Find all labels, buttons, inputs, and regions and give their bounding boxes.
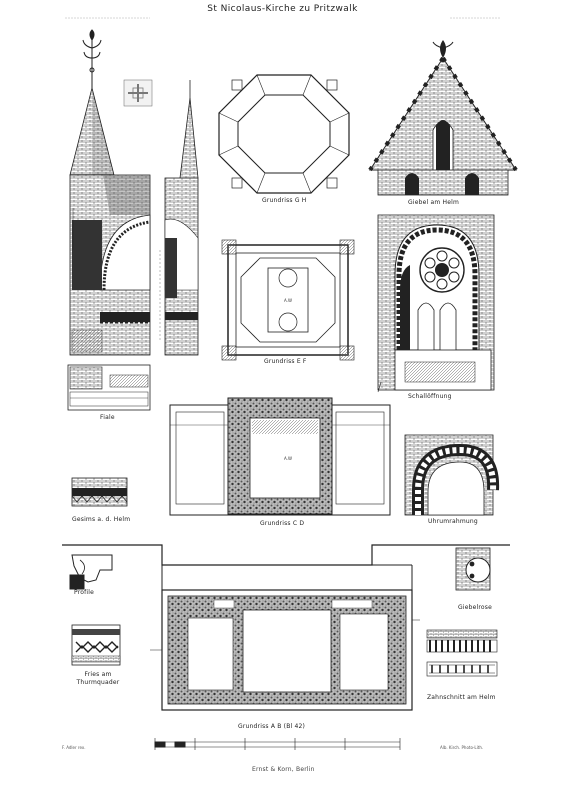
label-grundriss-ef: Grundriss E F: [264, 358, 307, 365]
imprint: Ernst & Korn, Berlin: [252, 766, 315, 773]
label-gesims: Gesims a. d. Helm: [72, 516, 131, 523]
uhrumrahmung-detail: [404, 434, 500, 516]
giebel-gable: [368, 40, 518, 196]
fries-detail: [71, 624, 121, 666]
ornament-tile: [123, 79, 153, 107]
label-fries: Fries am Thurmquader: [76, 671, 120, 686]
grundriss-gh-plan: [218, 74, 350, 194]
label-giebel: Giebel am Helm: [408, 199, 460, 206]
svg-text:A.W: A.W: [284, 456, 292, 461]
profile-detail: [69, 554, 113, 590]
label-profile: Profile: [74, 589, 95, 596]
footer-left: F. Adler rex.: [62, 745, 86, 750]
label-grundriss-cd: Grundriss C D: [260, 520, 305, 527]
svg-text:A.W: A.W: [284, 298, 292, 303]
label-fiale: Fiale: [100, 414, 115, 421]
sheet-title: St Nicolaus-Kirche zu Pritzwalk: [207, 4, 358, 14]
grundriss-ab-plan: [62, 544, 510, 711]
fleur-de-lis-finial-icon: [82, 29, 102, 95]
gesims-detail: [71, 477, 128, 507]
schalloffnung-window: [377, 214, 495, 393]
label-schalloffnung: Schallöffnung: [408, 393, 452, 400]
label-zahnschnitt: Zahnschnitt am Helm: [427, 694, 496, 701]
footer-right: Alb. Kirch. Photo-Lith.: [440, 745, 484, 750]
label-grundriss-gh: Grundriss G H: [262, 197, 307, 204]
tower-section: [159, 80, 199, 356]
label-grundriss-ab: Grundriss A B (Bl 42): [238, 723, 306, 730]
fiale-detail: [67, 364, 151, 411]
rose-window-icon: [419, 247, 465, 293]
label-giebelrose: Giebelrose: [458, 604, 492, 611]
giebelrose-detail: [455, 547, 491, 591]
label-uhrumrahmung: Uhrumrahmung: [428, 518, 478, 525]
grundriss-ef-plan: A.W: [221, 239, 355, 361]
tower-elevation: [69, 29, 151, 356]
grundriss-cd-plan: A.W: [169, 397, 391, 516]
zahnschnitt-detail: [426, 629, 498, 677]
scale-bar: [154, 738, 401, 750]
